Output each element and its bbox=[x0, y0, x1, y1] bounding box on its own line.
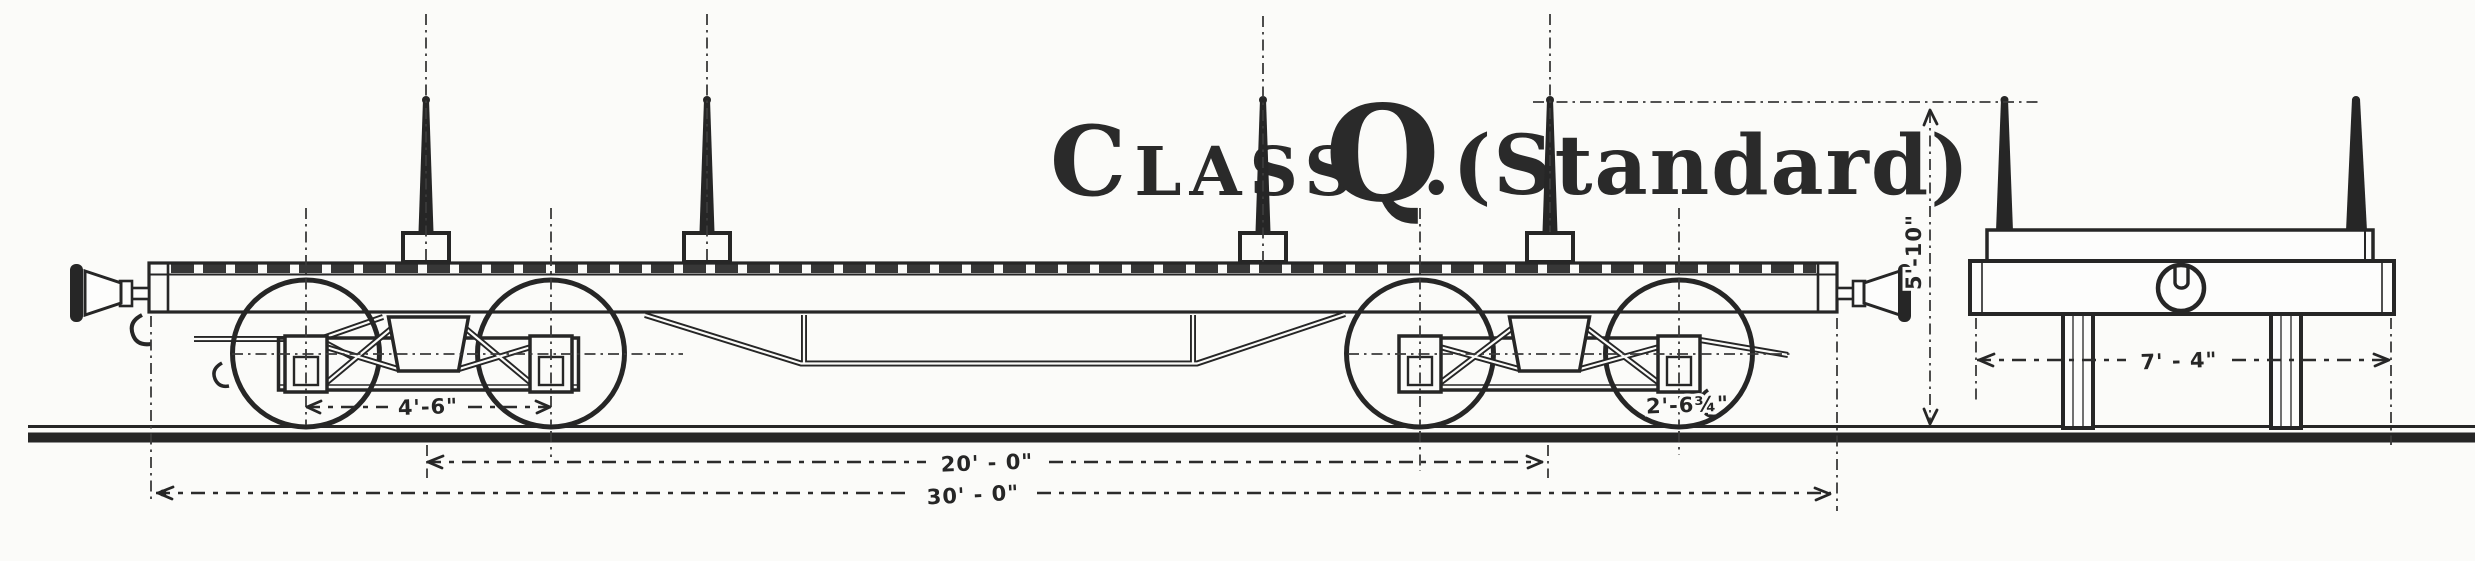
centerlines bbox=[150, 14, 2392, 511]
dimension-length-overall: 30' - 0" bbox=[156, 478, 1832, 512]
right-buffer bbox=[1835, 264, 1911, 322]
stanchions bbox=[401, 96, 1575, 264]
end-view-stanchions bbox=[1996, 96, 2367, 231]
title-standard: .(Standard) bbox=[1422, 118, 1971, 214]
bogie-diagonals bbox=[1438, 320, 1661, 386]
axlebox bbox=[1656, 334, 1702, 394]
dimension-bogie-wheelbase: 4'-6" bbox=[305, 391, 552, 423]
title: Class Q .(Standard) bbox=[1050, 77, 1971, 232]
axlebox bbox=[528, 334, 574, 394]
bogie-bolster bbox=[386, 315, 471, 373]
dim-text-wheel-diameter: 2'-6¾" bbox=[1646, 392, 1730, 419]
bogie-diagonals bbox=[324, 320, 533, 386]
dim-text-bogie-wheelbase: 4'-6" bbox=[397, 394, 458, 420]
end-view-legs bbox=[2061, 312, 2303, 430]
dim-text-bogie-centres: 20' - 0" bbox=[940, 449, 1033, 476]
right-bogie bbox=[1344, 277, 1755, 430]
dimension-deck-height: 5'-10" bbox=[1899, 108, 1939, 426]
dim-text-width-over-deck: 7' - 4" bbox=[2140, 348, 2218, 375]
side-view: Class Q .(Standard) bbox=[70, 77, 1971, 430]
end-view-deck bbox=[1985, 228, 2375, 263]
left-safety-hook bbox=[212, 361, 230, 389]
right-buffer-head bbox=[1898, 264, 1911, 322]
dimension-bogie-centres: 20' - 0" bbox=[426, 446, 1544, 480]
right-safety-hook bbox=[1698, 388, 1718, 419]
dimension-width-over-deck: 7' - 4" bbox=[1977, 345, 2391, 377]
dim-text-length-overall: 30' - 0" bbox=[926, 481, 1020, 510]
left-buffer-head bbox=[70, 264, 83, 322]
axlebox bbox=[283, 334, 329, 394]
end-view-shackle-ring bbox=[2155, 262, 2207, 314]
underframe-truss bbox=[644, 311, 1346, 367]
title-q: Q bbox=[1325, 77, 1440, 232]
stanchion-2 bbox=[682, 96, 732, 264]
end-view bbox=[1968, 96, 2396, 430]
deck bbox=[147, 261, 1839, 314]
dimension-wheel-diameter: 2'-6¾" bbox=[1643, 389, 1733, 422]
rail-line bbox=[28, 425, 2475, 443]
title-class: Class bbox=[1050, 105, 1361, 218]
left-coupling-hook bbox=[129, 313, 152, 347]
bogie-bolster bbox=[1507, 315, 1592, 373]
axlebox bbox=[1397, 334, 1443, 394]
dim-text-deck-height: 5'-10" bbox=[1902, 214, 1926, 290]
left-buffer bbox=[70, 264, 152, 347]
